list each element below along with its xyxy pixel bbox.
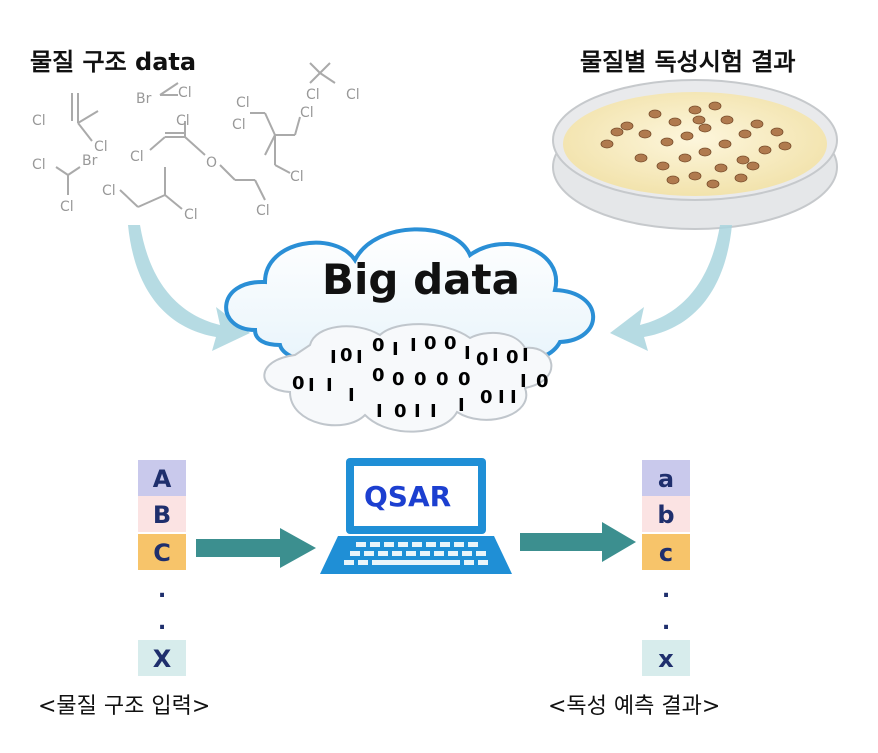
binary-one: I bbox=[392, 339, 399, 360]
output-cell-x: x bbox=[642, 640, 690, 676]
atom-label: Cl bbox=[184, 207, 198, 223]
atom-label: Cl bbox=[232, 117, 246, 133]
binary-zero: 0 bbox=[444, 333, 457, 354]
atom-label: Cl bbox=[346, 87, 360, 103]
atom-label: Cl bbox=[178, 85, 192, 101]
binary-zero: 0 bbox=[414, 369, 427, 390]
binary-one: I bbox=[520, 371, 527, 392]
output-cell-a: a bbox=[642, 460, 690, 496]
binary-zero: 0 bbox=[424, 333, 437, 354]
binary-zero: 0 bbox=[372, 365, 385, 386]
qsar-label: QSAR bbox=[364, 480, 452, 513]
binary-zero: 0 bbox=[340, 345, 353, 366]
petri-dish bbox=[552, 79, 838, 230]
input-cell-a: A bbox=[138, 460, 186, 496]
binary-one: I bbox=[410, 335, 417, 356]
atom-label: Cl bbox=[300, 105, 314, 121]
binary-zero: 0 bbox=[536, 371, 549, 392]
binary-zero: 0 bbox=[480, 387, 493, 408]
input-cell-c: C bbox=[138, 534, 186, 570]
binary-one: I bbox=[356, 347, 363, 368]
structure-data-title: 물질 구조 data bbox=[30, 48, 197, 76]
atom-label: Cl bbox=[94, 139, 108, 155]
output-arrow bbox=[520, 522, 636, 562]
flow-arrows bbox=[128, 225, 732, 351]
big-data-label: Big data bbox=[322, 255, 520, 304]
input-cell-b: B bbox=[138, 496, 186, 532]
atom-label: Cl bbox=[176, 113, 190, 129]
binary-zero: 0 bbox=[394, 401, 407, 422]
binary-digits: I 0 I 0 I I 0 0 I 0 I 0 I 0 I I 0 0 0 0 … bbox=[280, 325, 580, 435]
binary-one: I bbox=[510, 387, 517, 408]
input-ellipsis-dot: . bbox=[157, 610, 167, 635]
output-caption: <독성 예측 결과> bbox=[548, 694, 721, 719]
atom-label: Cl bbox=[60, 199, 74, 215]
binary-zero: 0 bbox=[476, 349, 489, 370]
binary-one: I bbox=[414, 401, 421, 422]
binary-one: I bbox=[326, 375, 333, 396]
input-ellipsis-dot: . bbox=[157, 578, 167, 603]
atom-label: Cl bbox=[102, 183, 116, 199]
atom-label: Cl bbox=[290, 169, 304, 185]
atom-label: Br bbox=[136, 91, 152, 107]
binary-zero: 0 bbox=[436, 369, 449, 390]
binary-one: I bbox=[464, 343, 471, 364]
atom-label: Cl bbox=[236, 95, 250, 111]
binary-one: I bbox=[308, 375, 315, 396]
atom-label: Cl bbox=[256, 203, 270, 219]
atom-label: Cl bbox=[32, 113, 46, 129]
qsar-laptop bbox=[320, 458, 512, 574]
binary-one: I bbox=[498, 387, 505, 408]
input-arrow bbox=[196, 528, 316, 568]
binary-one: I bbox=[522, 345, 529, 366]
atom-label: Cl bbox=[130, 149, 144, 165]
input-caption: <물질 구조 입력> bbox=[38, 694, 211, 719]
binary-zero: 0 bbox=[292, 373, 305, 394]
output-ellipsis-dot: . bbox=[661, 610, 671, 635]
binary-one: I bbox=[458, 395, 465, 416]
binary-one: I bbox=[330, 347, 337, 368]
binary-one: I bbox=[430, 401, 437, 422]
output-ellipsis-dot: . bbox=[661, 578, 671, 603]
output-cell-b: b bbox=[642, 496, 690, 532]
binary-zero: 0 bbox=[372, 335, 385, 356]
input-cell-x: X bbox=[138, 640, 186, 676]
atom-label: O bbox=[206, 155, 217, 171]
binary-one: I bbox=[348, 385, 355, 406]
big-data-cloud bbox=[224, 227, 596, 433]
atom-label: Cl bbox=[32, 157, 46, 173]
output-cell-c: c bbox=[642, 534, 690, 570]
binary-zero: 0 bbox=[392, 369, 405, 390]
atom-label: Cl bbox=[306, 87, 320, 103]
toxicity-test-title: 물질별 독성시험 결과 bbox=[580, 48, 796, 76]
molecule-structures: Cl Cl Br Cl Cl Cl Cl Cl Cl Cl Br Cl Cl O… bbox=[32, 62, 360, 223]
binary-zero: 0 bbox=[458, 369, 471, 390]
binary-zero: 0 bbox=[506, 347, 519, 368]
binary-one: I bbox=[492, 345, 499, 366]
atom-label: Br bbox=[82, 153, 98, 169]
binary-one: I bbox=[376, 401, 383, 422]
